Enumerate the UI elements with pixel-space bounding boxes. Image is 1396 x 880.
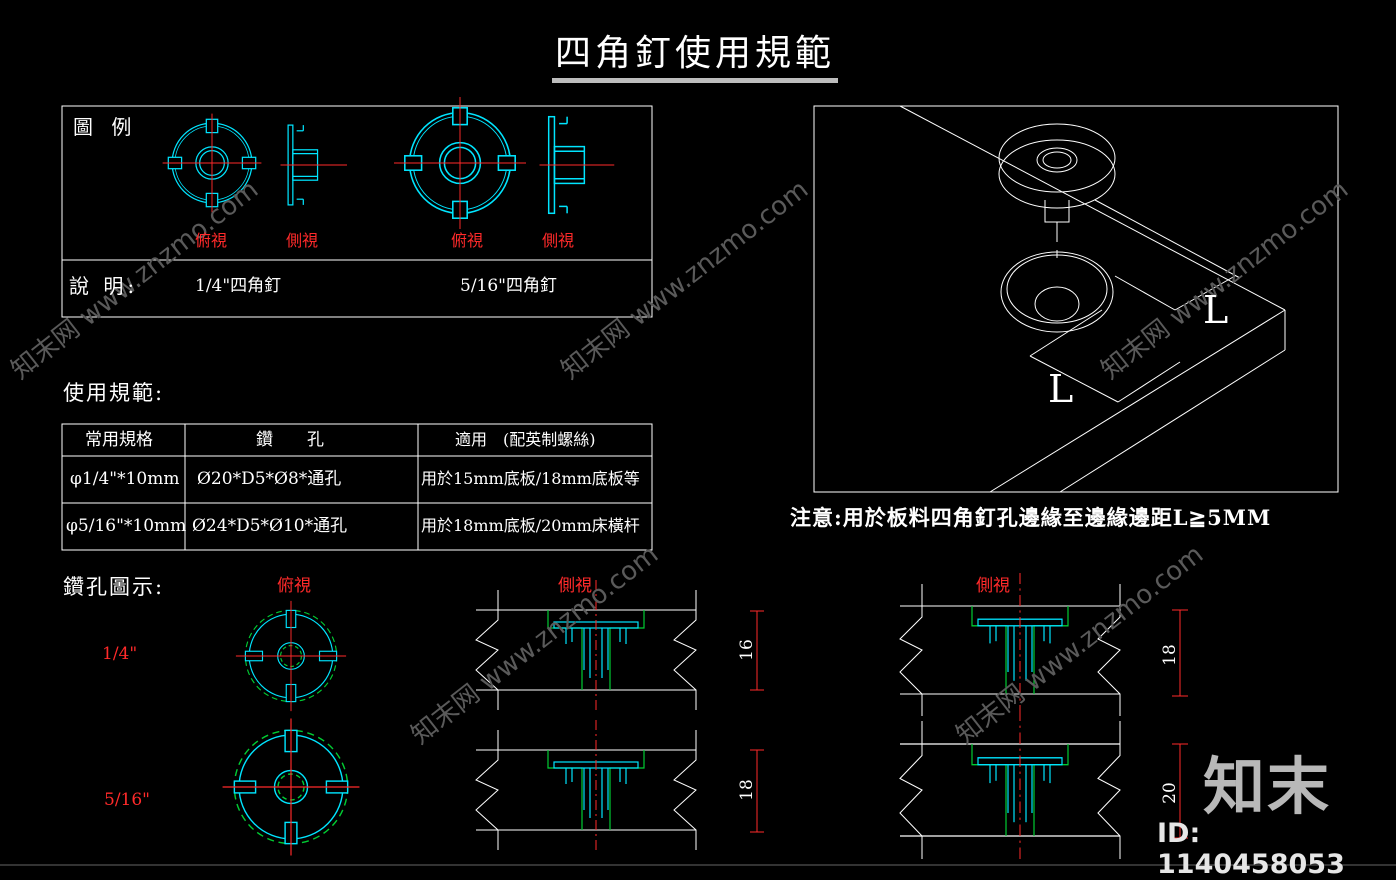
dim-text-3: 18 bbox=[1160, 644, 1180, 666]
dim-text-1: 16 bbox=[737, 639, 757, 661]
drill-size-label-2: 5/16" bbox=[104, 790, 150, 810]
drill-top-small bbox=[235, 600, 347, 712]
usage-row1-drill: Ø20*D5*Ø8*通孔 bbox=[197, 469, 342, 489]
iso-note: 注意:用於板料四角釘孔邊緣至邊緣邊距L≧5MM bbox=[790, 505, 1272, 530]
svg-text:知末网 www.znzmo.com: 知末网 www.znzmo.com bbox=[406, 540, 664, 751]
drill-top-view-label: 俯視 bbox=[277, 576, 311, 596]
iso-illustration bbox=[813, 105, 1339, 493]
title-underline bbox=[552, 78, 838, 83]
drill-heading: 鑽孔圖示: bbox=[63, 575, 165, 599]
legend-label-side-1: 側視 bbox=[286, 231, 319, 250]
usage-row2-drill: Ø24*D5*Ø10*通孔 bbox=[192, 516, 348, 536]
svg-text:知末网 www.znzmo.com: 知末网 www.znzmo.com bbox=[556, 175, 814, 386]
legend-nut-small-side bbox=[280, 124, 348, 206]
brand-id: ID: 1140458053 bbox=[1157, 818, 1345, 880]
legend-nut-small-top bbox=[162, 113, 262, 213]
usage-row2-apply: 用於18mm底板/20mm床橫杆 bbox=[421, 516, 640, 535]
dim-text-2: 18 bbox=[737, 779, 757, 801]
svg-text:知末网 www.znzmo.com: 知末网 www.znzmo.com bbox=[1096, 175, 1354, 386]
drill-side-4 bbox=[899, 708, 1121, 860]
legend-box bbox=[61, 105, 653, 318]
usage-row2-spec: φ5/16"*10mm bbox=[66, 516, 187, 536]
page-title: 四角釘使用規範 bbox=[555, 33, 836, 74]
drill-top-large bbox=[221, 717, 361, 857]
usage-heading: 使用規範: bbox=[63, 381, 165, 405]
drill-side-2 bbox=[475, 719, 697, 851]
legend-label-top-2: 俯視 bbox=[451, 231, 484, 250]
drill-side-view-label-2: 側視 bbox=[976, 576, 1010, 596]
usage-col-header-apply: 適用 (配英制螺絲) bbox=[455, 430, 596, 449]
dim-text-4: 20 bbox=[1160, 782, 1180, 804]
legend-desc-item-2: 5/16"四角釘 bbox=[460, 276, 557, 296]
legend-desc-item-1: 1/4"四角釘 bbox=[195, 276, 282, 296]
drill-side-view-label-1: 側視 bbox=[558, 576, 592, 596]
usage-col-header-drill: 鑽 孔 bbox=[256, 430, 324, 450]
legend-nut-large-top bbox=[393, 96, 527, 230]
usage-row1-apply: 用於15mm底板/18mm底板等 bbox=[421, 469, 640, 488]
usage-col-header-spec: 常用規格 bbox=[85, 430, 153, 450]
drill-size-label-1: 1/4" bbox=[102, 644, 138, 664]
usage-row1-spec: φ1/4"*10mm bbox=[70, 469, 180, 489]
usage-table bbox=[61, 423, 653, 551]
legend-heading: 圖 例 bbox=[73, 115, 138, 139]
legend-nut-large-side bbox=[539, 115, 615, 215]
legend-label-top-1: 俯視 bbox=[195, 231, 228, 250]
iso-dim-label-2: L bbox=[1048, 367, 1074, 411]
legend-label-side-2: 側視 bbox=[542, 231, 575, 250]
dimension-markers bbox=[750, 609, 1188, 839]
brand-watermark: 知末 bbox=[1203, 750, 1332, 823]
iso-dim-label-1: L bbox=[1203, 288, 1229, 332]
legend-desc-label: 說 明: bbox=[69, 274, 139, 298]
